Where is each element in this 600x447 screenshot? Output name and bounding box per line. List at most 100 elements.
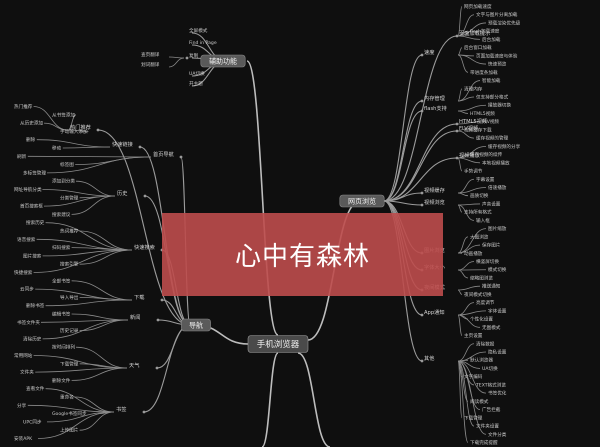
nav-branch-label: 首页导航 <box>153 150 175 158</box>
web-leaf: 个性化设置 <box>470 316 493 323</box>
mind-map-link <box>457 47 463 56</box>
link-junction <box>96 128 100 132</box>
web-leaf: 字幕设置 <box>476 176 495 183</box>
link-junction <box>156 318 160 322</box>
web-leaf: 本地视频播放 <box>482 159 510 166</box>
nav-leaf: 语音搜索 <box>17 236 36 243</box>
link-junction <box>185 56 189 60</box>
aux-item: 全屏模式 <box>189 27 208 34</box>
nav-leaf: 图片搜索 <box>23 252 42 259</box>
mind-map-link <box>36 139 111 148</box>
web-leaf: 无图模式 <box>482 324 501 331</box>
web-branch-label: 内存管理 <box>424 94 446 102</box>
mind-map-link <box>457 228 487 254</box>
mind-map-link <box>43 195 116 207</box>
mind-map-link <box>457 157 463 172</box>
mind-map-link <box>37 411 115 439</box>
web-leaf: 页面加载速度与体验 <box>476 52 518 59</box>
mind-map-link <box>36 238 133 251</box>
web-leaf: 书签优化 <box>488 390 507 397</box>
mind-map-link <box>383 123 458 202</box>
link-junction <box>155 366 159 370</box>
mind-map-link <box>246 60 279 336</box>
nav-branch-label: 快速链接 <box>112 140 133 148</box>
mind-map-link <box>383 100 423 202</box>
web-leaf: 智能加载 <box>482 77 501 84</box>
web-leaf: 缓存视频的续传 <box>470 151 503 158</box>
aux-item: Find in Page <box>189 40 217 46</box>
web-branch-label: HTML5视频 <box>459 117 488 125</box>
nav-leaf: 移动 <box>52 145 62 152</box>
nav-leaf: 扫码搜索 <box>52 244 71 251</box>
mind-map-link <box>383 35 458 202</box>
nav-leaf: 删除 <box>26 136 36 143</box>
web-leaf: 缩略图浏览 <box>470 274 493 281</box>
root-node-label: 手机浏览器 <box>257 339 300 350</box>
nav-leaf: 搜索引擎 <box>60 261 79 268</box>
nav-leaf: 分类管理 <box>60 194 79 201</box>
mind-map-link <box>457 88 463 102</box>
mind-map-link <box>383 130 458 202</box>
web-leaf: 带进度条加载 <box>470 69 498 76</box>
branch-nav-node[interactable]: 导航 <box>181 318 211 332</box>
web-leaf: 模式切换 <box>488 266 507 273</box>
nav-leaf: 快捷搜索 <box>14 269 33 276</box>
link-junction <box>420 53 424 57</box>
nav-leaf: 从书签添加 <box>52 111 75 118</box>
web-leaf: HTML5视频 <box>470 110 495 117</box>
mind-map-link <box>457 310 487 316</box>
mind-map-link <box>79 297 133 301</box>
web-leaf: 后台加载 <box>482 36 501 43</box>
web-leaf: 缓存视频的分享 <box>488 143 521 150</box>
mind-map-link <box>42 319 129 340</box>
web-leaf: 手势调节 <box>464 168 483 175</box>
branch-web-node[interactable]: 网页浏览 <box>339 194 385 208</box>
branch-web-node-label: 网页浏览 <box>348 197 376 206</box>
nav-leaf: 首页搜索框 <box>20 203 43 210</box>
nav-leaf: 添加到分类 <box>52 178 75 185</box>
mind-map-link <box>457 236 469 254</box>
mind-map-link <box>457 6 463 37</box>
nav-leaf: 刷新 <box>17 153 27 160</box>
branch-aux-node[interactable]: 辅助功能 <box>200 54 246 68</box>
nav-leaf: 清除历史 <box>23 335 42 342</box>
mind-map-link <box>40 319 129 323</box>
nav-leaf: 上传图片 <box>60 427 79 434</box>
nav-leaf: 搜索建议 <box>52 211 71 218</box>
mind-map-link <box>457 360 475 427</box>
web-leaf: 声音设置 <box>482 200 501 207</box>
nav-leaf: 编辑书签 <box>52 311 71 318</box>
mind-map-link <box>457 360 469 443</box>
nav-leaf: 重命名 <box>60 394 74 401</box>
web-branch-label: 视频浏览 <box>424 198 445 206</box>
link-junction <box>420 203 424 207</box>
mind-map-link <box>457 244 481 254</box>
branch-aux-node-box <box>200 54 246 68</box>
mind-map-link <box>457 261 475 271</box>
nav-leaf: 网址导航分类 <box>14 186 42 193</box>
mind-map-link <box>457 289 463 295</box>
mind-map-link <box>168 56 185 59</box>
web-branch-label: 视频缓存 <box>424 186 445 194</box>
nav-leaf: 删除书签 <box>26 302 45 309</box>
mind-map-link <box>457 178 475 194</box>
mind-map-link <box>457 157 481 164</box>
mind-map-link <box>45 299 133 307</box>
web-leaf: 广告拦截 <box>482 406 501 413</box>
nav-leaf: 热词推荐 <box>60 228 79 235</box>
web-leaf: 亮度调节 <box>476 299 495 306</box>
web-leaf: 清除数据 <box>476 340 495 347</box>
nav-leaf: 按时间排列 <box>52 344 75 351</box>
root-node[interactable]: 手机浏览器 <box>247 335 309 353</box>
nav-branch-label: 天气 <box>129 361 139 369</box>
web-leaf: 下载管理 <box>464 414 483 421</box>
web-leaf: 输入框 <box>476 217 490 224</box>
mind-map-link <box>457 192 469 197</box>
nav-leaf: 导入导出 <box>60 294 79 301</box>
link-junction <box>160 298 164 302</box>
web-leaf: 倍速播放 <box>488 184 507 191</box>
web-branch-label: 视频播放 <box>459 151 481 159</box>
mind-map-link <box>457 96 475 102</box>
nav-leaf: 搜索历史 <box>26 219 45 226</box>
